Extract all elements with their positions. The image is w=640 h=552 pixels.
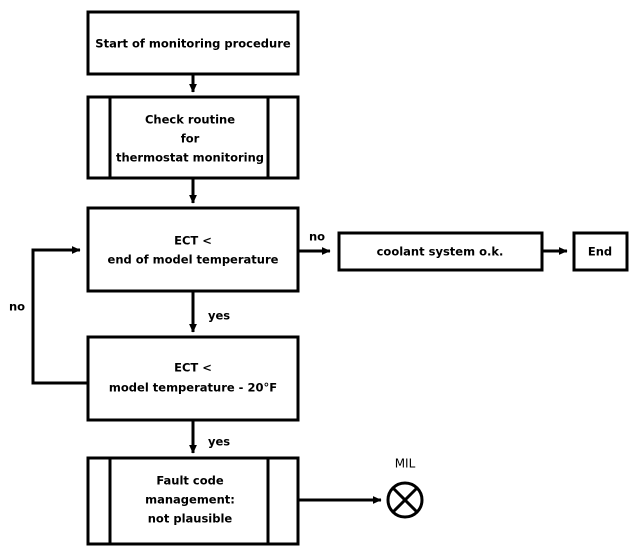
node-end-label: End (588, 245, 612, 259)
edge-label-no-left: no (9, 300, 25, 314)
node-decision-2-box (86, 335, 300, 422)
edge-label-yes-first: yes (208, 309, 230, 323)
node-coolant-ok-box (337, 231, 544, 272)
mil-lamp-cross-line-2 (391, 486, 419, 514)
node-decision-1-label-line-2: end of model temperature (108, 253, 279, 267)
node-decision-1-box (86, 206, 300, 293)
node-start-label: Start of monitoring procedure (95, 37, 291, 51)
node-end[interactable]: End (572, 231, 629, 272)
edge-label-no-right: no (309, 230, 325, 244)
node-end-box (572, 231, 629, 272)
node-decision-2-label-line-2: model temperature - 20°F (109, 381, 277, 395)
node-fault-code-box (86, 456, 300, 546)
node-start[interactable]: Start of monitoring procedure (86, 10, 300, 76)
mil-lamp-label: MIL (395, 457, 416, 471)
connector-feedback-no-loop (31, 246, 88, 385)
node-check-routine-label-line-2: for (181, 132, 200, 146)
node-fault-code-label-line-1: Fault code (156, 474, 224, 488)
node-check-routine-label-line-1: Check routine (145, 113, 235, 127)
node-decision-model-temperature-minus-20f[interactable]: ECT < model temperature - 20°F (86, 335, 300, 422)
node-decision-1-label-line-1: ECT < (174, 234, 212, 248)
node-fault-code-management[interactable]: Fault code management: not plausible (86, 456, 300, 546)
node-decision-2-label-line-1: ECT < (174, 361, 212, 375)
node-coolant-system-ok[interactable]: coolant system o.k. (337, 231, 544, 272)
node-coolant-ok-label: coolant system o.k. (377, 245, 504, 259)
node-start-box (86, 10, 300, 76)
node-check-routine-box (86, 95, 300, 180)
mil-lamp-icon[interactable]: MIL (386, 457, 424, 519)
edge-label-yes-second: yes (208, 435, 230, 449)
node-fault-code-label-line-2: management: (145, 493, 235, 507)
node-decision-end-of-model-temperature[interactable]: ECT < end of model temperature (86, 206, 300, 293)
node-check-routine[interactable]: Check routine for thermostat monitoring (86, 95, 300, 180)
node-check-routine-label-line-3: thermostat monitoring (116, 151, 264, 165)
node-fault-code-label-line-3: not plausible (148, 512, 233, 526)
